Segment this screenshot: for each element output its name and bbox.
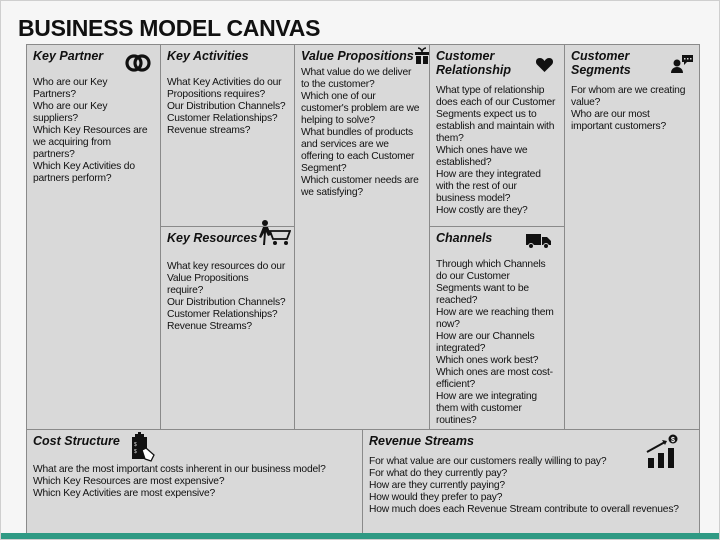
key-activities-block: Key Activities What Key Activities do ou… [160, 44, 296, 228]
svg-text:$: $ [671, 437, 675, 444]
delivery-truck-icon [526, 234, 551, 249]
value-propositions-block: Value Propositions What value do we deli… [294, 44, 431, 431]
gift-icon [415, 47, 429, 64]
key-partner-heading: Key Partner [33, 49, 104, 63]
key-activities-heading: Key Activities [167, 49, 249, 63]
revenue-chart-icon: $ [646, 434, 678, 468]
page-title: BUSINESS MODEL CANVAS [18, 15, 321, 41]
linked-rings-icon [125, 54, 151, 72]
customer-segments-block: Customer Segments For whom are we creati… [564, 44, 700, 431]
person-chat-icon [671, 55, 693, 73]
key-resources-block: Key Resources What key resources do our … [160, 220, 296, 431]
customer-relationship-text: What type of relationship does each of o… [436, 85, 556, 216]
key-partner-text: Who are our Key Partners? Who are our Ke… [33, 77, 148, 184]
heart-icon [536, 58, 553, 72]
key-resources-text: What key resources do our Value Proposit… [167, 261, 286, 332]
person-cart-icon [259, 220, 291, 245]
revenue-streams-block: Revenue Streams For what value are our c… [362, 429, 700, 535]
key-resources-heading: Key Resources [167, 231, 258, 245]
svg-text:$: $ [134, 449, 137, 455]
cost-structure-block: Cost Structure What are the most importa… [26, 429, 364, 535]
channels-text: Through which Channels do our Customer S… [436, 259, 554, 426]
channels-block: Channels Through which Channels do our C… [429, 226, 566, 431]
svg-text:$: $ [134, 442, 137, 448]
accent-bar [1, 533, 719, 539]
customer-relationship-heading: Customer Relationship [436, 49, 512, 77]
key-partner-block: Key Partner Who are our Key Partners? Wh… [26, 44, 162, 431]
building-cost-icon: $$ [132, 432, 155, 462]
cost-structure-heading: Cost Structure [33, 434, 120, 448]
customer-segments-heading: Customer Segments [571, 49, 631, 77]
revenue-streams-heading: Revenue Streams [369, 434, 474, 448]
channels-heading: Channels [436, 231, 493, 245]
revenue-streams-text: For what value are our customers really … [369, 456, 679, 515]
customer-relationship-block: Customer Relationship What type of relat… [429, 44, 566, 228]
value-propositions-text: What value do we deliver to the customer… [301, 67, 420, 198]
value-propositions-heading: Value Propositions [301, 49, 414, 63]
customer-segments-text: For whom are we creating value? Who are … [571, 85, 686, 132]
cost-structure-text: What are the most important costs inhere… [33, 464, 326, 499]
key-activities-text: What Key Activities do our Propositions … [167, 77, 286, 136]
